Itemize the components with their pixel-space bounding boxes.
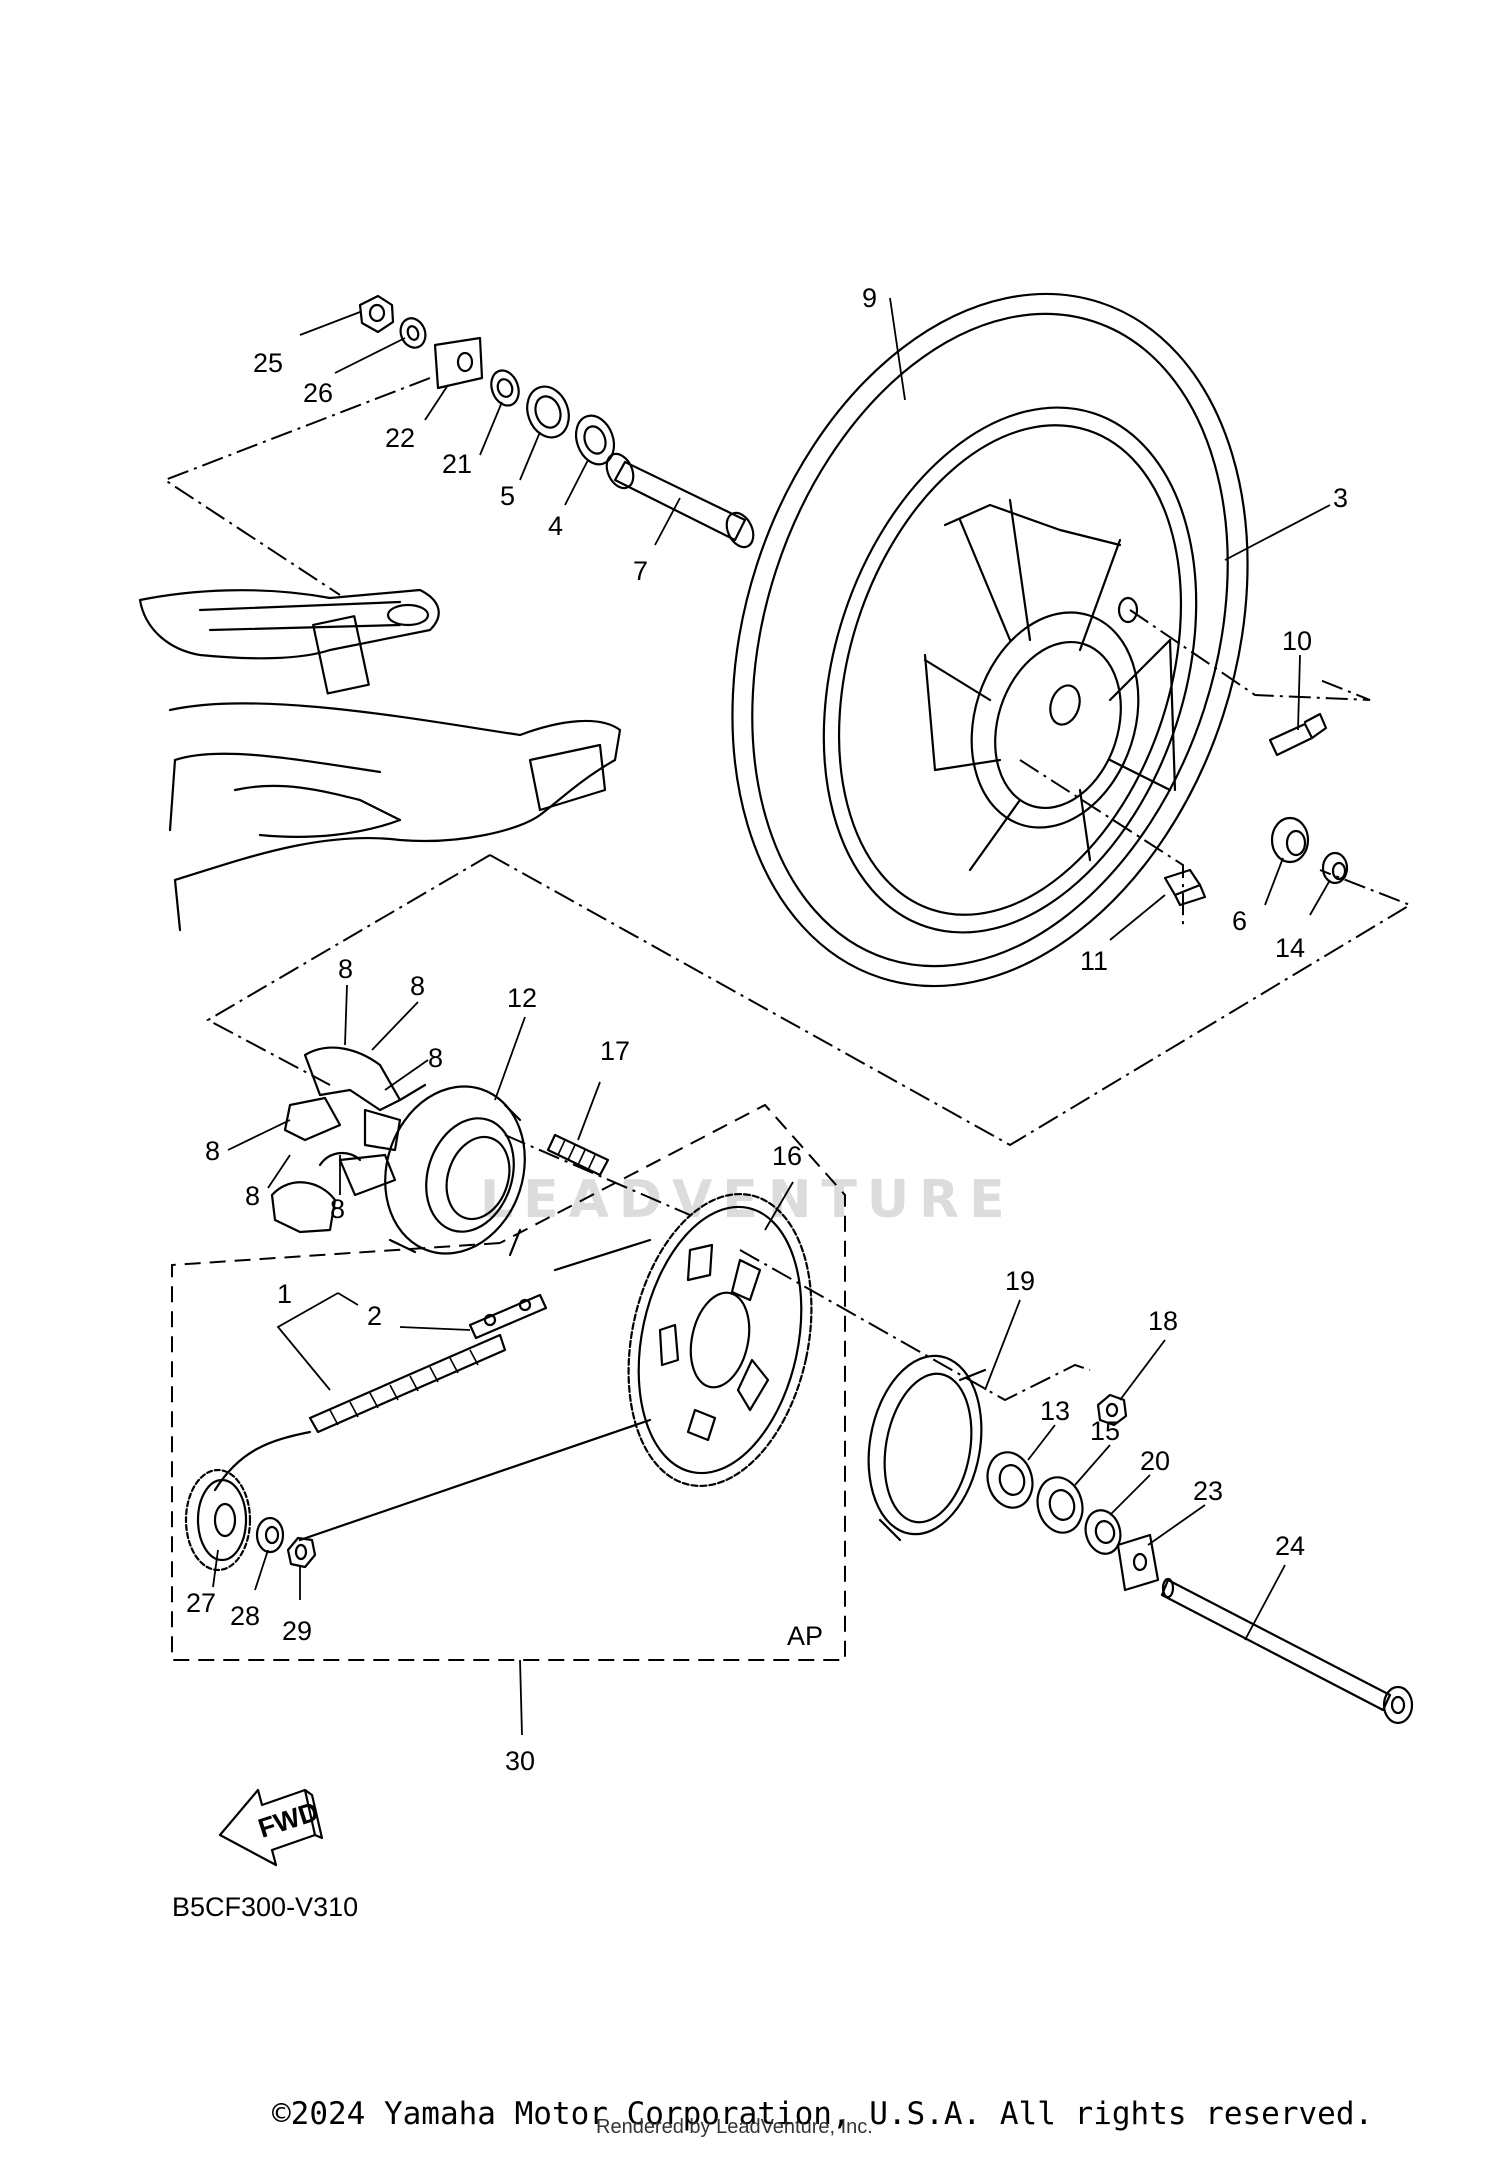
- callout-6: 6: [1232, 906, 1247, 936]
- callout-8-bottom: 8: [330, 1194, 345, 1224]
- callout-13: 13: [1040, 1396, 1070, 1426]
- callout-18: 18: [1148, 1306, 1178, 1336]
- oil-seal-part-5: [526, 385, 570, 439]
- callout-8-left: 8: [205, 1136, 220, 1166]
- collar-part-20: [1084, 1509, 1122, 1555]
- reference-line-stud: [504, 1134, 691, 1216]
- rendered-by-notice: Rendered by LeadVenture, Inc.: [596, 2116, 873, 2138]
- bearing-part-4: [574, 414, 616, 466]
- tire-valve-part-10: [1268, 712, 1328, 757]
- washer-part-28: [255, 1516, 285, 1554]
- reference-line-valve: [1129, 609, 1371, 701]
- drive-chain-part-1: [213, 1238, 652, 1542]
- collar-part-21: [490, 369, 520, 407]
- nut-part-29: [286, 1536, 317, 1569]
- callout-10: 10: [1282, 626, 1312, 656]
- chain-joint-part-2: [468, 1293, 548, 1340]
- callout-14: 14: [1275, 933, 1305, 963]
- reference-line-sprocket-plate: [739, 1249, 1091, 1402]
- swing-arm: [138, 588, 622, 932]
- wheel-damper-set-part-8: [270, 1046, 402, 1234]
- driven-sprocket-part-16: [627, 1192, 813, 1488]
- clutch-hub-part-12: [384, 1083, 526, 1257]
- callout-29: 29: [282, 1616, 312, 1646]
- callout-3: 3: [1333, 483, 1348, 513]
- copyright-notice: ©2024 Yamaha Motor Corporation, U.S.A. A…: [272, 2096, 1374, 2132]
- callout-17: 17: [600, 1036, 630, 1066]
- reference-line-hub-frame: [205, 854, 491, 1086]
- callout-8-top: 8: [338, 954, 353, 984]
- reference-line-wheel-bottom: [489, 854, 1413, 1147]
- callout-8-upper-right: 8: [410, 971, 425, 1001]
- callout-20: 20: [1140, 1446, 1170, 1476]
- reference-line-axle-top: [162, 377, 431, 596]
- leader-lines: [212, 297, 1331, 1736]
- collar-part-14: [1321, 851, 1349, 885]
- callout-28: 28: [230, 1601, 260, 1631]
- chain-puller-part-22: [433, 336, 484, 390]
- callout-8-lower-left: 8: [245, 1181, 260, 1211]
- assembly-label-ap: AP: [787, 1621, 823, 1651]
- brake-caliper-bracket-part-19: [867, 1354, 987, 1542]
- wheel-axle-part-24: [1160, 1577, 1414, 1725]
- callout-25: 25: [253, 348, 283, 378]
- callout-19: 19: [1005, 1266, 1035, 1296]
- stud-bolt-part-17: [546, 1133, 610, 1177]
- drive-sprocket-part-27: [184, 1468, 252, 1572]
- callout-numbers: 9 3 10 6 14 11 25 26 22 21 5 4 7 8 8 8 8…: [186, 283, 1348, 1776]
- callout-26: 26: [303, 378, 333, 408]
- oil-seal-part-15: [1036, 1476, 1084, 1534]
- drive-chain-assembly-box: [171, 1103, 846, 1661]
- bearing-part-13: [986, 1451, 1034, 1509]
- callout-30: 30: [505, 1746, 535, 1776]
- forward-direction-arrow-icon: [218, 1788, 324, 1867]
- rear-wheel: [731, 292, 1249, 988]
- callout-2: 2: [367, 1301, 382, 1331]
- chain-puller-part-23: [1116, 1533, 1160, 1592]
- oil-seal-part-6: [1270, 816, 1310, 864]
- callout-15: 15: [1090, 1416, 1120, 1446]
- watermark: LEADVENTURE: [480, 1170, 1015, 1230]
- nut-part-18: [1096, 1393, 1128, 1427]
- diagram-code: B5CF300-V310: [172, 1892, 359, 1922]
- callout-23: 23: [1193, 1476, 1223, 1506]
- callout-21: 21: [442, 449, 472, 479]
- washer-part-26: [399, 317, 427, 349]
- callout-5: 5: [500, 481, 515, 511]
- callout-8-right: 8: [428, 1043, 443, 1073]
- callout-22: 22: [385, 423, 415, 453]
- callout-9: 9: [862, 283, 877, 313]
- callout-27: 27: [186, 1588, 216, 1618]
- collar-part-7: [605, 452, 755, 549]
- callout-4: 4: [548, 511, 563, 541]
- callout-16: 16: [772, 1141, 802, 1171]
- callout-12: 12: [507, 983, 537, 1013]
- nut-part-25: [358, 294, 395, 334]
- callout-7: 7: [633, 556, 648, 586]
- balance-weight-part-11: [1163, 868, 1207, 907]
- callout-1: 1: [277, 1279, 292, 1309]
- callout-24: 24: [1275, 1531, 1305, 1561]
- callout-11: 11: [1080, 946, 1108, 976]
